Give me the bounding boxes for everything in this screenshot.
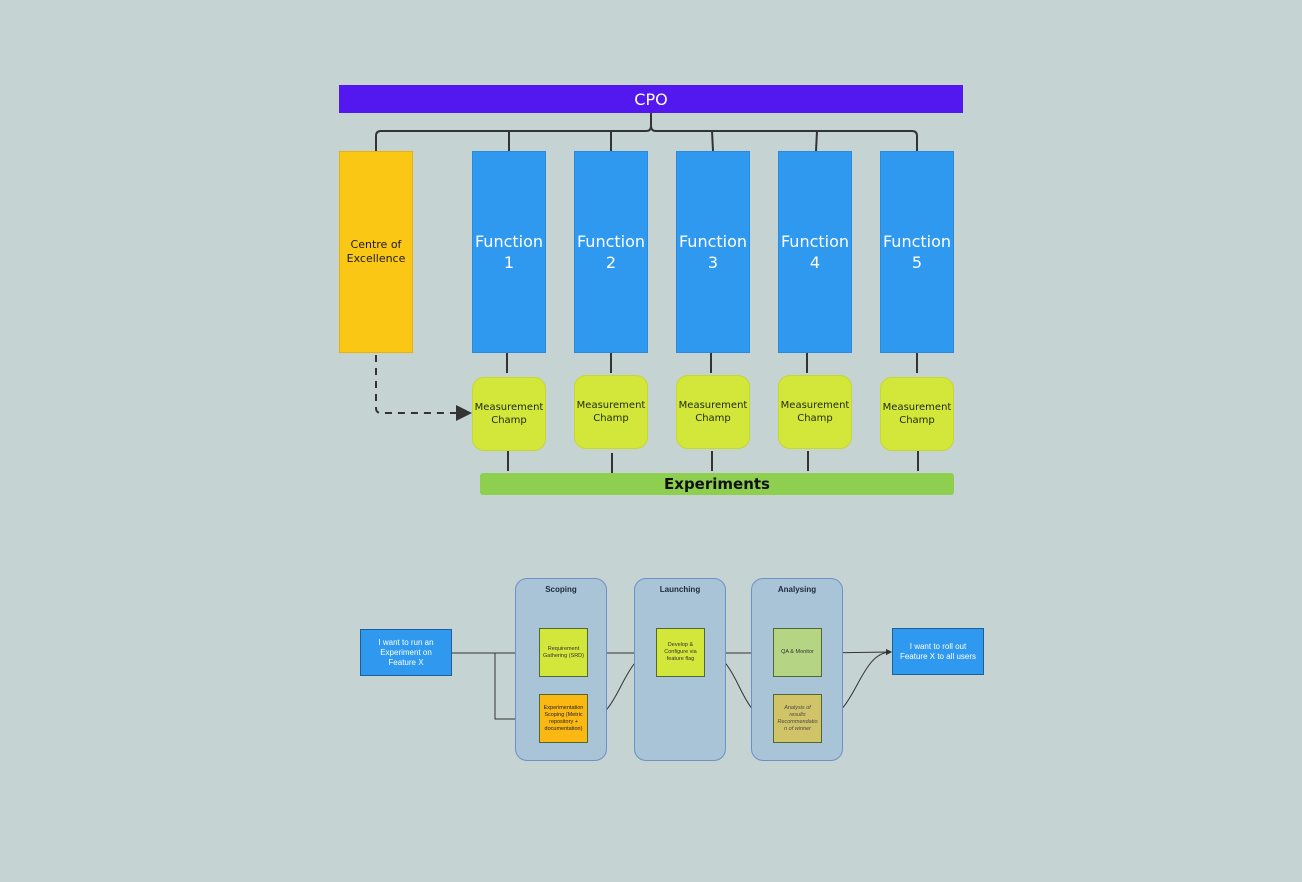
stage-title: Launching [659,585,701,594]
coe-dashed-connector [375,355,472,421]
centre-of-excellence-box: Centre of Excellence [339,151,413,353]
stage-title: Analysing [777,585,817,594]
function-box-1: Function 1 [472,151,546,353]
measurement-champ-5: Measurement Champ [880,377,954,451]
measurement-champ-3: Measurement Champ [676,375,750,449]
step-qa-monitor: QA & Monitor [773,628,822,677]
measurement-champ-1: Measurement Champ [472,377,546,451]
stage-title: Scoping [545,585,577,594]
hierarchy-connectors [375,113,919,473]
function-box-5: Function 5 [880,151,954,353]
step-analysis-results: Analysis of results Recommendatio n of w… [773,694,822,743]
step-develop-configure: Develop & Configure via feature flag [656,628,705,677]
measurement-champ-4: Measurement Champ [778,375,852,449]
function-box-3: Function 3 [676,151,750,353]
measurement-champ-2: Measurement Champ [574,375,648,449]
experiments-bar: Experiments [480,473,954,495]
cpo-box: CPO [339,85,963,113]
function-box-4: Function 4 [778,151,852,353]
step-experimentation-scoping: Experimentation Scoping (Metric reposito… [539,694,588,743]
start-box: I want to run an Experiment on Feature X [360,629,452,676]
function-box-2: Function 2 [574,151,648,353]
step-requirement-gathering: Requirement Gathering (SRD) [539,628,588,677]
end-box: I want to roll out Feature X to all user… [892,628,984,675]
